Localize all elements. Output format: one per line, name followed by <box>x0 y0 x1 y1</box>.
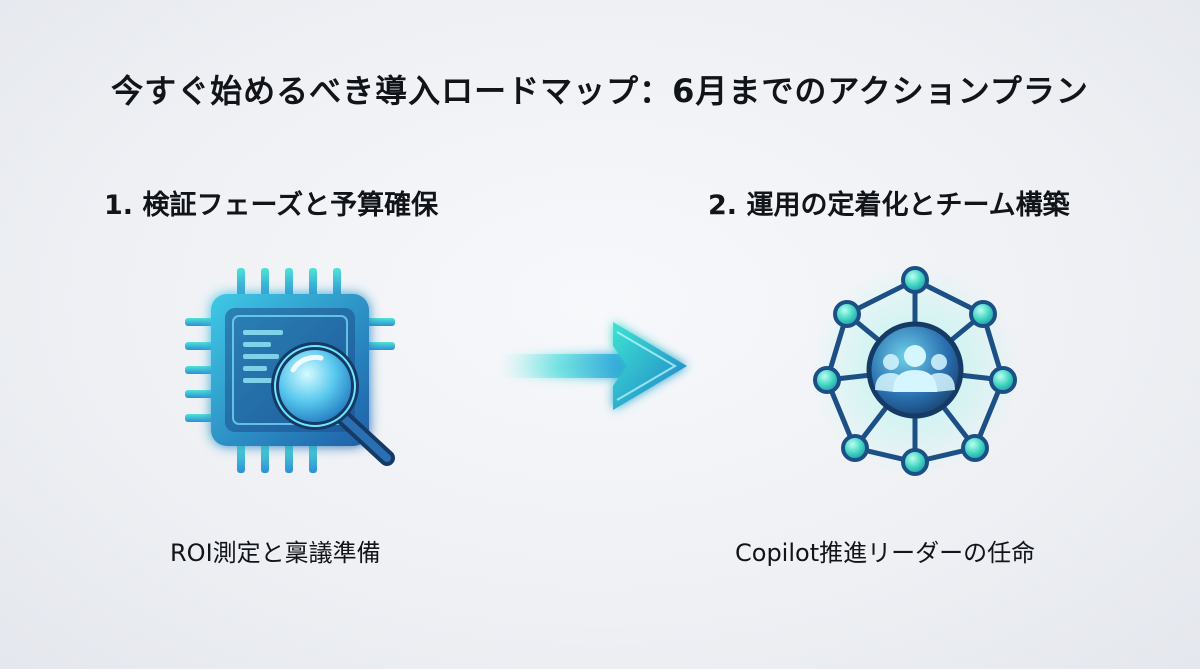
step-1-caption: ROI測定と稟議準備 <box>170 539 381 567</box>
page-title: 今すぐ始めるべき導入ロードマップ：6月までのアクションプラン <box>111 72 1089 110</box>
step-2-heading: 2. 運用の定着化とチーム構築 <box>708 190 1070 221</box>
chip-magnifier-icon <box>185 268 395 473</box>
step-2-caption: Copilot推進リーダーの任命 <box>735 539 1036 567</box>
step-1-heading: 1. 検証フェーズと予算確保 <box>104 190 439 221</box>
arrow-right-icon <box>500 322 687 410</box>
team-network-icon <box>810 265 1020 476</box>
